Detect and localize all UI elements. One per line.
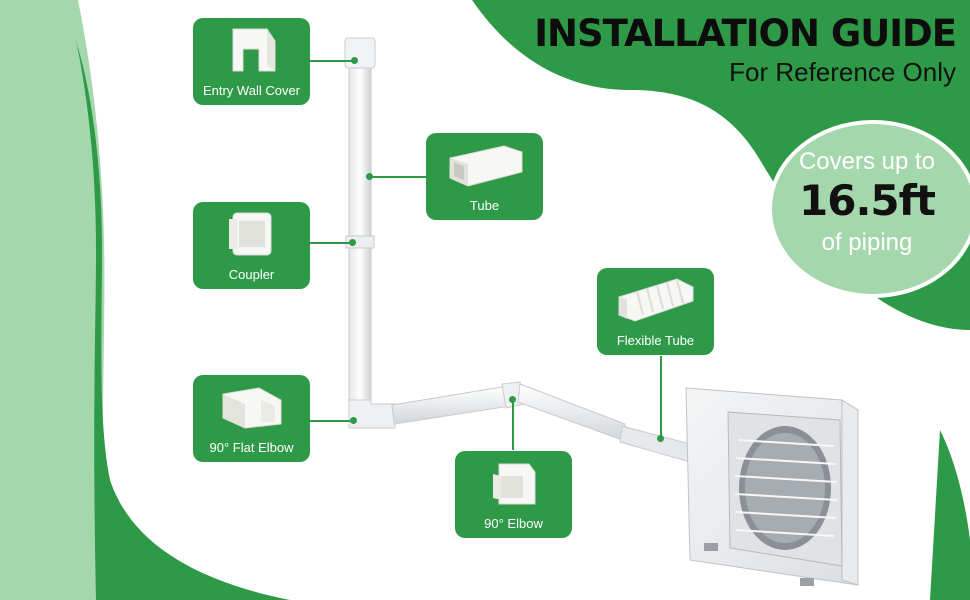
outdoor-ac-unit [685,387,859,586]
connector-dot-flat-elbow [350,417,357,424]
vertical-duct [348,39,372,421]
horizontal-duct [391,385,511,425]
badge-line-1: Covers up to [798,148,936,175]
elbow-icon [493,463,536,505]
connector-coupler [310,242,352,244]
bottom-right-green [930,430,970,600]
flexible-duct [619,425,691,463]
part-label: Entry Wall Cover [202,83,301,98]
connector-dot-flexible-tube [657,435,664,442]
part-card-entry-wall-cover: Entry Wall Cover [193,18,310,105]
part-card-elbow: 90° Elbow [455,451,572,538]
unit-duct [517,383,626,441]
connector-dot-coupler [349,239,356,246]
part-card-flat-elbow: 90° Flat Elbow [193,375,310,462]
header: INSTALLATION GUIDE For Reference Only [534,12,957,88]
part-card-tube: Tube [426,133,543,220]
flexible-tube-icon [618,278,694,322]
part-card-coupler: Coupler [193,202,310,289]
connector-dot-wall-cover [351,57,358,64]
page-subtitle: For Reference Only [729,57,956,87]
left-light-inner [0,0,96,600]
part-label: Tube [469,198,500,213]
flat-elbow-icon [222,387,282,429]
wall-cover-icon [232,28,276,72]
part-label: Flexible Tube [616,333,695,348]
part-label: 90° Elbow [484,516,543,531]
wall-cover-part [344,37,376,69]
part-card-flexible-tube: Flexible Tube [597,268,714,355]
connector-flexible-tube [660,356,662,438]
connector-flat-elbow [310,420,354,422]
part-label: Coupler [228,267,275,282]
badge-length: 16.5ft [799,176,936,225]
page-title: INSTALLATION GUIDE [534,12,957,55]
badge-line-3: of piping [821,229,913,256]
connector-elbow [512,400,514,450]
connector-wall-cover [310,60,355,62]
connector-tube [370,176,426,178]
connector-dot-tube [366,173,373,180]
connector-dot-elbow [509,396,516,403]
flat-elbow-part [348,399,396,429]
coverage-badge: Covers up to 16.5ft of piping [768,120,970,298]
tube-icon [449,145,523,187]
coupler-icon [229,212,272,256]
part-label: 90° Flat Elbow [209,440,294,455]
